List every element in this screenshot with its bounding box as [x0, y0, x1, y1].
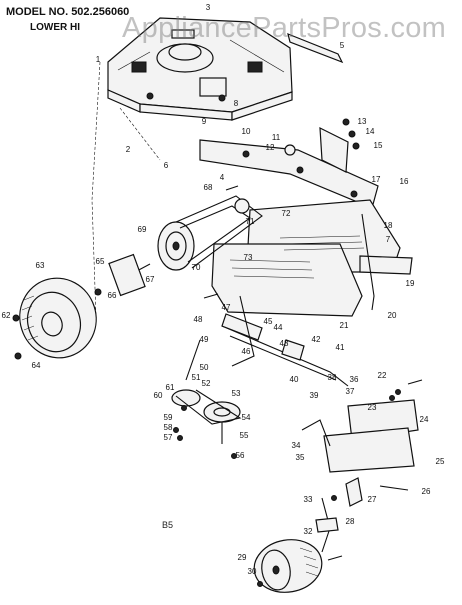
- callout-9: 9: [201, 117, 207, 126]
- front-axle-bracket: [199, 126, 379, 209]
- lower-pulley-assembly: [171, 339, 242, 444]
- callout-34: 34: [291, 441, 301, 450]
- callout-36: 36: [349, 375, 359, 384]
- callout-73: 73: [243, 253, 253, 262]
- callout-20: 20: [387, 311, 397, 320]
- callout-44: 44: [273, 323, 283, 332]
- callout-26: 26: [421, 487, 431, 496]
- callout-61: 61: [165, 383, 175, 392]
- callout-63: 63: [35, 261, 45, 270]
- callout-49: 49: [199, 335, 209, 344]
- callout-11: 11: [271, 133, 281, 142]
- callout-14: 14: [365, 127, 375, 136]
- callout-42: 42: [311, 335, 321, 344]
- pulley-belt-assembly: [119, 195, 263, 281]
- callout-30: 30: [247, 567, 257, 576]
- model-number: MODEL NO. 502.256060: [6, 6, 130, 18]
- front-wheel: [253, 539, 323, 593]
- deck-plates: [211, 199, 413, 317]
- callout-72: 72: [281, 209, 291, 218]
- sheet-code: B5: [162, 520, 174, 530]
- callout-62: 62: [1, 311, 11, 320]
- callout-53: 53: [231, 389, 241, 398]
- callout-65: 65: [95, 257, 105, 266]
- callout-64: 64: [31, 361, 41, 370]
- callout-37: 37: [345, 387, 355, 396]
- callout-59: 59: [163, 413, 173, 422]
- callout-18: 18: [383, 221, 393, 230]
- callout-1: 1: [95, 55, 101, 64]
- callout-58: 58: [163, 423, 173, 432]
- callout-41: 41: [335, 343, 345, 352]
- callout-45: 45: [263, 317, 273, 326]
- callout-29: 29: [237, 553, 247, 562]
- callout-22: 22: [377, 371, 387, 380]
- callout-55: 55: [239, 431, 249, 440]
- callout-7: 7: [385, 235, 391, 244]
- callout-16: 16: [399, 177, 409, 186]
- main-frame: [107, 17, 293, 121]
- callout-19: 19: [405, 279, 415, 288]
- callout-52: 52: [201, 379, 211, 388]
- callout-25: 25: [435, 457, 445, 466]
- callout-60: 60: [153, 391, 163, 400]
- callout-21: 21: [339, 321, 349, 330]
- callout-13: 13: [357, 117, 367, 126]
- callout-12: 12: [265, 143, 275, 152]
- callout-43: 43: [279, 339, 289, 348]
- callout-35: 35: [295, 453, 305, 462]
- callout-10: 10: [241, 127, 251, 136]
- callout-6: 6: [163, 161, 169, 170]
- callout-3: 3: [205, 3, 211, 12]
- callout-28: 28: [345, 517, 355, 526]
- callout-70: 70: [191, 263, 201, 272]
- callout-47: 47: [221, 303, 231, 312]
- lever-5: [287, 33, 344, 64]
- callout-57: 57: [163, 433, 173, 442]
- steering-linkage: [301, 213, 419, 553]
- callout-69: 69: [137, 225, 147, 234]
- watermark: AppliancePartsPros.com: [122, 12, 447, 44]
- callout-33: 33: [303, 495, 313, 504]
- callout-71: 71: [245, 217, 255, 226]
- callout-40: 40: [289, 375, 299, 384]
- callout-24: 24: [419, 415, 429, 424]
- callout-38: 38: [327, 373, 337, 382]
- callout-51: 51: [191, 373, 201, 382]
- callout-32: 32: [303, 527, 313, 536]
- callout-68: 68: [203, 183, 213, 192]
- callout-15: 15: [373, 141, 383, 150]
- callout-2: 2: [125, 145, 131, 154]
- callout-27: 27: [367, 495, 377, 504]
- lower-linkage: [221, 295, 349, 387]
- callout-17: 17: [371, 175, 381, 184]
- callout-46: 46: [241, 347, 251, 356]
- callout-5: 5: [339, 41, 345, 50]
- callout-56: 56: [235, 451, 245, 460]
- section-title: LOWER HI: [30, 22, 80, 33]
- left-wheel: [19, 253, 146, 359]
- callout-50: 50: [199, 363, 209, 372]
- callout-66: 66: [107, 291, 117, 300]
- callout-23: 23: [367, 403, 377, 412]
- callout-4: 4: [219, 173, 225, 182]
- callout-39: 39: [309, 391, 319, 400]
- callout-54: 54: [241, 413, 251, 422]
- callout-48: 48: [193, 315, 203, 324]
- callout-8: 8: [233, 99, 239, 108]
- callout-67: 67: [145, 275, 155, 284]
- hardware: [12, 118, 423, 587]
